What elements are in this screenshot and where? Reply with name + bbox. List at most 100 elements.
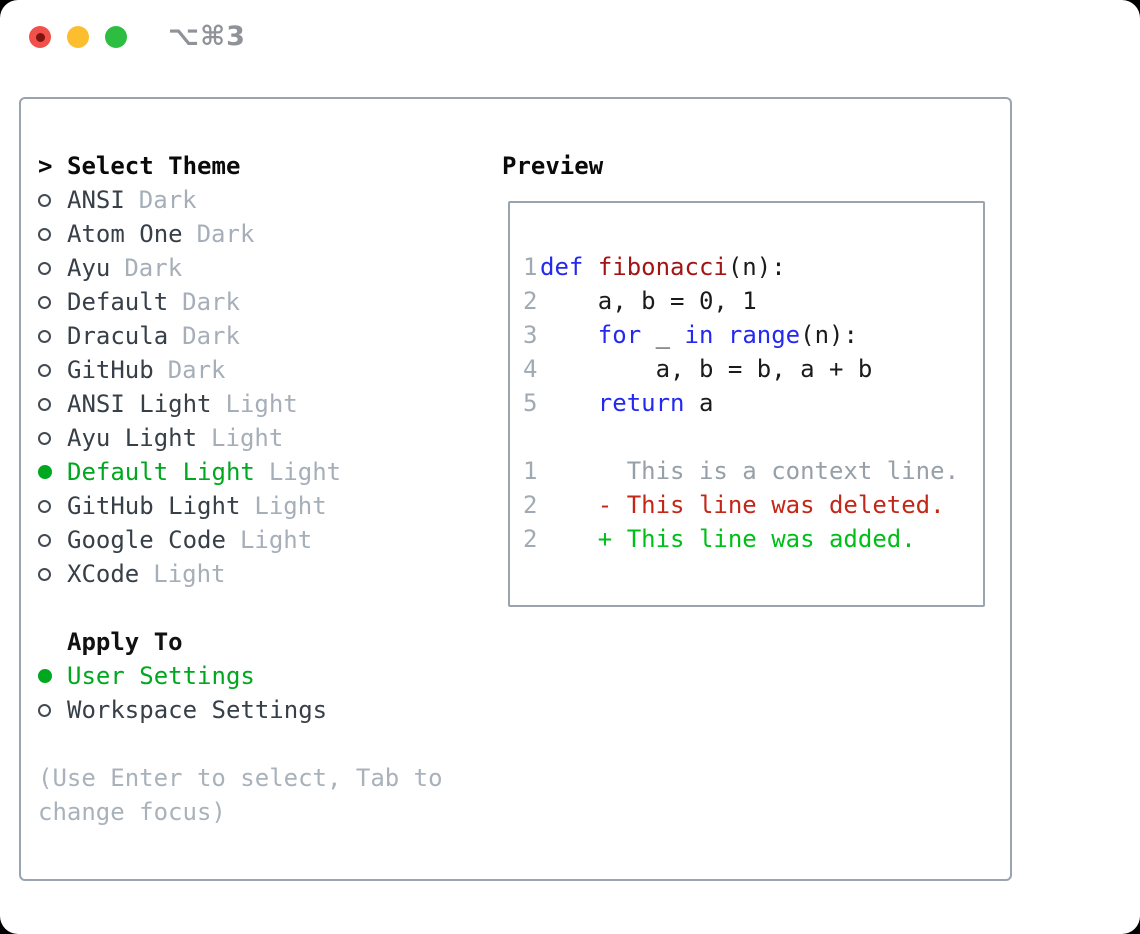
option-label: ANSI Light [67, 390, 212, 418]
code-segment-ctx: This is a context line. [540, 457, 960, 485]
code-segment-pl [540, 321, 598, 349]
option-label: Ayu [67, 254, 111, 282]
radio-unselected-icon [38, 295, 51, 309]
select-theme-title: Select Theme [67, 152, 241, 180]
close-button[interactable] [29, 26, 51, 48]
option-variant-tag: Dark [182, 288, 240, 316]
code-line: 1 This is a context line. [523, 454, 959, 488]
code-line: 3 for _ in range(n): [523, 318, 959, 352]
code-segment-kw: def [540, 253, 584, 281]
code-segment-pl: _ [641, 321, 685, 349]
code-line: 2 a, b = 0, 1 [523, 284, 959, 318]
radio-unselected-icon [38, 329, 51, 343]
code-segment-pl [583, 253, 597, 281]
theme-option[interactable]: Ayu Light Light [38, 421, 443, 455]
line-number: 2 [523, 287, 538, 315]
theme-option[interactable]: Default Light Light [38, 455, 443, 489]
option-variant-tag: Dark [138, 186, 197, 214]
code-segment-pl: a [684, 389, 714, 417]
option-variant-tag: Dark [182, 322, 240, 350]
theme-option[interactable]: GitHub Dark [38, 353, 443, 387]
help-text-line-1: (Use Enter to select, Tab to [38, 764, 443, 792]
option-variant-tag: Dark [196, 220, 255, 248]
preview-title: Preview [502, 152, 604, 180]
radio-unselected-icon [38, 227, 51, 241]
option-variant-tag: Light [268, 458, 342, 486]
theme-option[interactable]: Ayu Dark [38, 251, 443, 285]
option-label: Ayu Light [67, 424, 198, 452]
spacer-row [38, 727, 443, 761]
radio-selected-icon [38, 465, 52, 479]
code-line: 2 - This line was deleted. [523, 488, 959, 522]
option-variant-tag: Dark [124, 254, 183, 282]
theme-option[interactable]: Dracula Dark [38, 319, 443, 353]
spacer-row [38, 591, 443, 625]
code-segment-pl [713, 321, 727, 349]
code-line: 2 + This line was added. [523, 522, 959, 556]
code-segment-pl [540, 389, 598, 417]
line-number: 1 [523, 457, 538, 485]
line-number: 2 [523, 525, 538, 553]
code-segment-pl: a, b = b, a + b [540, 355, 873, 383]
close-button-dot [35, 32, 45, 42]
option-label: Dracula [67, 322, 169, 350]
radio-unselected-icon [38, 261, 51, 275]
line-number: 2 [523, 491, 538, 519]
radio-unselected-icon [38, 397, 51, 411]
code-line [523, 420, 959, 454]
code-line: 4 a, b = b, a + b [523, 352, 959, 386]
radio-unselected-icon [38, 431, 51, 445]
prompt-caret: > [38, 152, 53, 180]
line-number: 4 [523, 355, 538, 383]
theme-option[interactable]: Default Dark [38, 285, 443, 319]
code-segment-kw: for [597, 321, 642, 349]
option-variant-tag: Light [254, 492, 327, 520]
code-segment-del: - This line was deleted. [540, 491, 945, 519]
line-number: 5 [523, 389, 538, 417]
option-label: GitHub Light [67, 492, 241, 520]
radio-unselected-icon [38, 193, 51, 207]
theme-option[interactable]: GitHub Light Light [38, 489, 443, 523]
code-segment-fn: fibonacci [597, 253, 728, 281]
code-segment-add: + This line was added. [540, 525, 916, 553]
option-variant-tag: Light [211, 424, 284, 452]
radio-unselected-icon [38, 363, 51, 377]
code-segment-pl: a, b = 0, 1 [540, 287, 757, 315]
radio-unselected-icon [38, 703, 51, 717]
code-segment-pl: (n): [727, 253, 786, 281]
option-label: GitHub [67, 356, 154, 384]
zoom-button[interactable] [105, 26, 127, 48]
apply-to-option[interactable]: Workspace Settings [38, 693, 443, 727]
option-variant-tag: Light [225, 390, 298, 418]
option-variant-tag: Dark [167, 356, 226, 384]
apply-to-option[interactable]: User Settings [38, 659, 443, 693]
select-theme-header: > Select Theme [38, 149, 443, 183]
option-label: Default Light [67, 458, 255, 486]
option-label: Default [67, 288, 169, 316]
minimize-button[interactable] [67, 26, 89, 48]
code-segment-kw: return [597, 389, 685, 417]
apply-to-label: Apply To [67, 628, 183, 656]
radio-unselected-icon [38, 567, 51, 581]
line-number: 3 [523, 321, 538, 349]
radio-selected-icon [38, 669, 52, 683]
help-text-line-2: change focus) [38, 798, 226, 826]
option-label: Google Code [67, 526, 226, 554]
option-label: User Settings [67, 662, 255, 690]
option-label: XCode [67, 560, 140, 588]
radio-unselected-icon [38, 533, 51, 547]
code-segment-kw: in [684, 321, 714, 349]
theme-option[interactable]: ANSI Light Light [38, 387, 443, 421]
